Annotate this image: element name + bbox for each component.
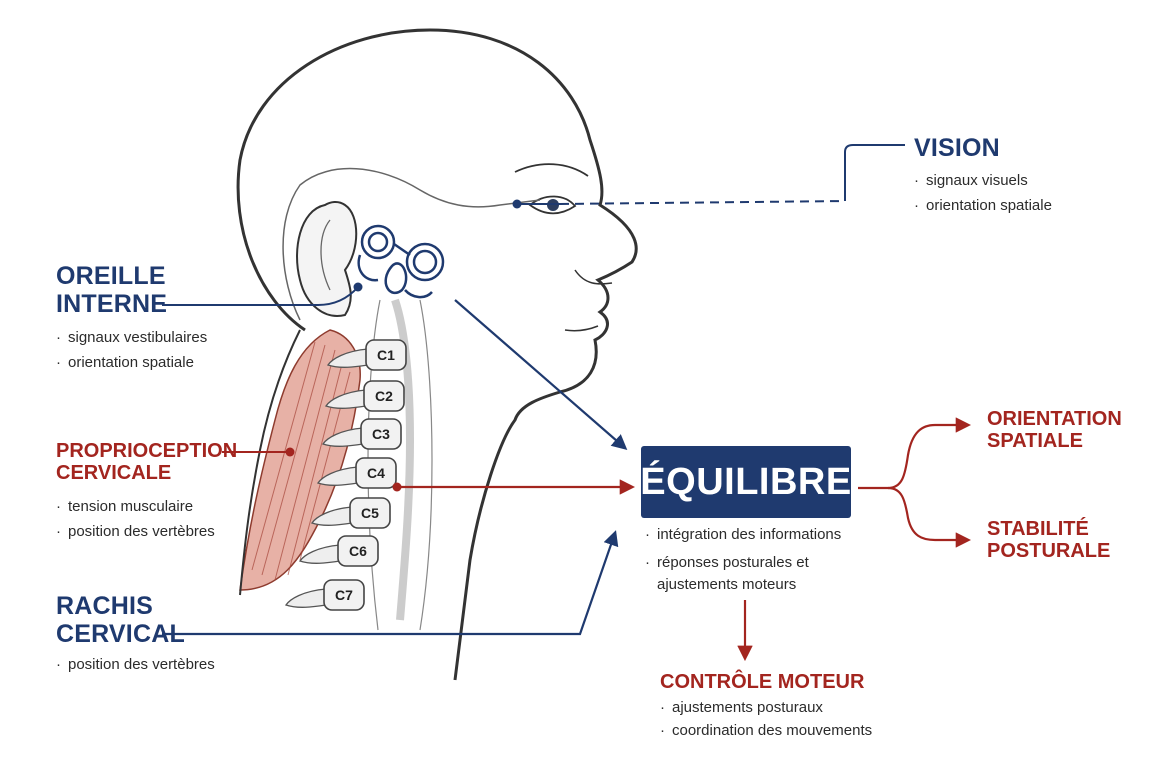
vertebra-label-c3: C3 <box>372 426 390 442</box>
spinal-cord <box>391 298 415 621</box>
equilibre-to-outputs-bracket <box>858 417 972 490</box>
vision-dashed-line <box>559 200 846 205</box>
vertebra-process-c5 <box>310 506 353 526</box>
skull-layer <box>282 167 541 321</box>
orientation-title: ORIENTATION SPATIALE <box>987 408 1122 453</box>
rachis-title: RACHIS CERVICAL <box>56 592 185 648</box>
vision-title: VISION <box>914 134 1000 162</box>
controle-bullet-1: ·ajustements posturaux <box>660 699 823 716</box>
vertebra-c3 <box>360 418 402 450</box>
vertebra-label-c4: C4 <box>367 465 385 481</box>
proprio-bullet-2: ·position des vertèbres <box>56 523 215 540</box>
eyebrow <box>514 163 589 177</box>
vertebra-c5 <box>349 497 391 529</box>
controle-title: CONTRÔLE MOTEUR <box>660 671 865 693</box>
neck-back-outline <box>239 329 301 596</box>
equilibre-to-stabilite-branch <box>887 486 972 548</box>
inner-ear-bullet-2: ·orientation spatiale <box>56 354 194 371</box>
vertebra-process-c6 <box>298 544 341 564</box>
neck-muscle <box>239 329 361 591</box>
stabilite-title: STABILITÉ POSTURALE <box>987 518 1111 563</box>
vision-bullet-2: ·orientation spatiale <box>914 197 1052 214</box>
vertebra-c6 <box>337 535 379 567</box>
vision-bracket <box>844 144 905 201</box>
vertebra-c4 <box>355 457 397 489</box>
vertebra-process-c7 <box>284 588 327 608</box>
inner-ear-labyrinth <box>357 224 445 299</box>
head-outline <box>236 28 638 681</box>
vertebra-label-c1: C1 <box>377 347 395 363</box>
mouth <box>564 325 599 332</box>
nose-detail <box>574 269 613 285</box>
vision-bullet-1: ·signaux visuels <box>914 172 1028 189</box>
vertebra-label-c2: C2 <box>375 388 393 404</box>
vertebra-c7 <box>323 579 365 611</box>
outer-ear <box>296 201 358 317</box>
vertebra-c2 <box>363 380 405 412</box>
controle-bullet-2: ·coordination des mouvements <box>660 722 873 739</box>
equilibre-title: ÉQUILIBRE <box>640 460 852 503</box>
vertebra-process-c2 <box>324 389 367 409</box>
vertebra-label-c6: C6 <box>349 543 367 559</box>
vertebra-label-c7: C7 <box>335 587 353 603</box>
proprio-bullet-1: ·tension musculaire <box>56 498 194 515</box>
vertebra-process-c1 <box>326 348 369 368</box>
equilibre-box: ÉQUILIBRE <box>640 446 852 518</box>
vertebra-process-c4 <box>316 466 359 486</box>
equilibre-bullet-2: ·réponses posturales et <box>645 554 809 571</box>
rachis-bullet-1: ·position des vertèbres <box>56 656 215 673</box>
proprioception-title: PROPRIOCEPTION CERVICALE <box>56 440 238 485</box>
inner-ear-bullet-1: ·signaux vestibulaires <box>56 329 208 346</box>
vertebra-process-c3 <box>321 427 364 447</box>
equilibre-bullet-1: ·intégration des informations <box>645 526 842 543</box>
vertebra-c1 <box>365 339 407 371</box>
vertebra-label-c5: C5 <box>361 505 379 521</box>
equilibre-bullet-3: ajustements moteurs <box>657 576 797 593</box>
inner-ear-title: OREILLE INTERNE <box>56 262 168 318</box>
rachis-to-equilibre-arrow <box>162 530 619 636</box>
inner-ear-to-equilibre-arrow <box>454 299 628 451</box>
